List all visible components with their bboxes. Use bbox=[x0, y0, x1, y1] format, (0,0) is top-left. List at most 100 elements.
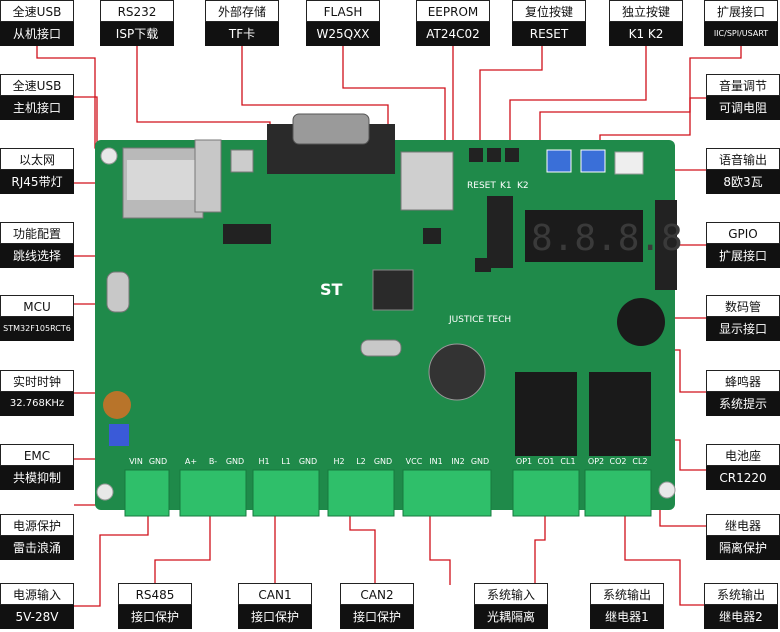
terminal-pin-label: OP2 bbox=[588, 457, 604, 466]
silk-k1: K1 bbox=[500, 181, 512, 191]
gpio-header bbox=[655, 200, 677, 290]
line-keys bbox=[509, 46, 647, 160]
label-usb-host-desc: 主机接口 bbox=[0, 96, 74, 120]
terminal-pin-label: OP1 bbox=[516, 457, 532, 466]
label-eeprom-title: EEPROM bbox=[416, 0, 490, 22]
label-volume: 音量调节可调电阻 bbox=[706, 74, 780, 120]
st-logo: ST bbox=[320, 280, 343, 299]
label-tf-title: 外部存储 bbox=[205, 0, 279, 22]
label-can2-desc: 接口保护 bbox=[340, 605, 414, 629]
crystal-rtc bbox=[360, 339, 402, 357]
terminal-block-can2 bbox=[327, 469, 395, 517]
line-sys-out2 bbox=[624, 500, 705, 606]
label-keys-title: 独立按键 bbox=[609, 0, 683, 22]
emc-choke bbox=[103, 391, 131, 419]
mount-hole-bl bbox=[96, 483, 114, 501]
label-tf-desc: TF卡 bbox=[205, 22, 279, 46]
label-surge-desc: 雷击浪涌 bbox=[0, 536, 74, 560]
terminal-pin-label: H2 bbox=[333, 457, 344, 466]
terminal-pin-label: CO2 bbox=[610, 457, 627, 466]
line-pwr-in bbox=[74, 485, 149, 607]
terminal-pin-label: GND bbox=[374, 457, 392, 466]
eeprom-chip bbox=[475, 258, 491, 272]
label-eth-title: 以太网 bbox=[0, 148, 74, 170]
label-gpio-title: GPIO bbox=[706, 222, 780, 244]
label-reset-title: 复位按键 bbox=[512, 0, 586, 22]
mount-hole-br bbox=[658, 481, 676, 499]
label-seg-title: 数码管 bbox=[706, 295, 780, 317]
label-surge: 电源保护雷击浪涌 bbox=[0, 514, 74, 560]
flash-chip bbox=[423, 228, 441, 244]
tf-card-slot bbox=[400, 151, 454, 211]
surge-protector bbox=[109, 424, 129, 446]
terminal-block-power bbox=[124, 469, 170, 517]
terminal-pin-label: L1 bbox=[281, 457, 291, 466]
buzzer bbox=[617, 298, 665, 346]
label-sys-out1-desc: 继电器1 bbox=[590, 605, 664, 629]
label-eth-desc: RJ45带灯 bbox=[0, 170, 74, 194]
label-buzzer-title: 蜂鸣器 bbox=[706, 370, 780, 392]
label-emc-desc: 共模抑制 bbox=[0, 466, 74, 490]
volume-pot-1 bbox=[546, 149, 572, 173]
line-reset bbox=[479, 46, 543, 152]
label-sys-out2-desc: 继电器2 bbox=[704, 605, 778, 629]
label-volume-title: 音量调节 bbox=[706, 74, 780, 96]
label-relay-title: 继电器 bbox=[706, 514, 780, 536]
ext-header bbox=[487, 196, 513, 268]
label-sys-out2: 系统输出继电器2 bbox=[704, 583, 778, 629]
label-mcu-desc: STM32F105RCT6 bbox=[0, 317, 74, 341]
terminal-pin-label: VIN bbox=[129, 457, 143, 466]
silk-brand: JUSTICE TECH bbox=[448, 315, 511, 325]
terminal-pin-label: GND bbox=[149, 457, 167, 466]
usb-slave-port bbox=[230, 149, 254, 173]
label-relay: 继电器隔离保护 bbox=[706, 514, 780, 560]
label-audio-desc: 8欧3瓦 bbox=[706, 170, 780, 194]
label-usb-slave-desc: 从机接口 bbox=[0, 22, 74, 46]
label-jumper-title: 功能配置 bbox=[0, 222, 74, 244]
label-flash-title: FLASH bbox=[306, 0, 380, 22]
reset-button bbox=[469, 148, 483, 162]
label-audio-title: 语音输出 bbox=[706, 148, 780, 170]
label-ext-desc: IIC/SPI/USART bbox=[704, 22, 778, 46]
k1-button bbox=[487, 148, 501, 162]
line-rs485 bbox=[154, 490, 211, 585]
mcu-chip bbox=[372, 269, 414, 311]
terminal-pin-label: H1 bbox=[258, 457, 269, 466]
label-sys-out2-title: 系统输出 bbox=[704, 583, 778, 605]
label-battery-desc: CR1220 bbox=[706, 466, 780, 490]
terminal-pin-label: CL2 bbox=[632, 457, 647, 466]
label-pwr-in-title: 电源输入 bbox=[0, 583, 74, 605]
label-rtc-title: 实时时钟 bbox=[0, 370, 74, 392]
terminal-pin-label: A+ bbox=[185, 457, 197, 466]
label-ext-title: 扩展接口 bbox=[704, 0, 778, 22]
label-rs485-desc: 接口保护 bbox=[118, 605, 192, 629]
label-can2-title: CAN2 bbox=[340, 583, 414, 605]
label-pwr-in-desc: 5V-28V bbox=[0, 605, 74, 629]
terminal-block-relay2 bbox=[584, 469, 652, 517]
seven-seg-digits: 8.8.8.8 bbox=[531, 218, 683, 259]
label-can1-title: CAN1 bbox=[238, 583, 312, 605]
terminal-block-relay1 bbox=[512, 469, 580, 517]
terminal-pin-label: L2 bbox=[356, 457, 366, 466]
label-battery-title: 电池座 bbox=[706, 444, 780, 466]
line-sys-out1 bbox=[534, 500, 546, 585]
terminal-pin-label: GND bbox=[226, 457, 244, 466]
label-sys-in-desc: 光耦隔离 bbox=[474, 605, 548, 629]
terminal-block-input bbox=[402, 469, 492, 517]
